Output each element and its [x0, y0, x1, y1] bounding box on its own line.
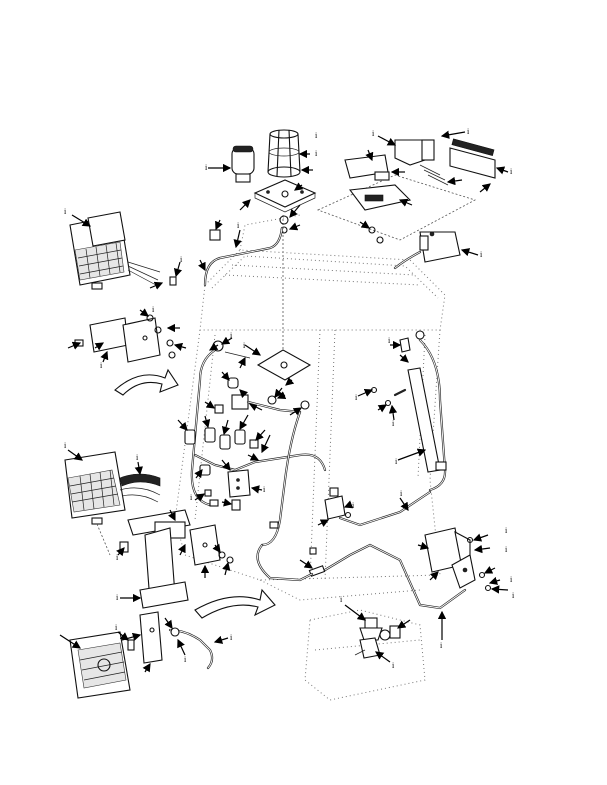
callout-mark: i: [315, 149, 318, 158]
callout-mark: i: [392, 419, 395, 428]
callout-mark: i: [263, 485, 266, 494]
callout-mark: i: [440, 641, 443, 650]
callout-mark: i: [510, 167, 513, 176]
callout-mark: i: [100, 361, 103, 370]
callout-marks: i i i i i i i i i i i i i i i i i i i i …: [64, 127, 515, 670]
rear-flood-light-bottom: [59, 617, 229, 699]
rear-work-light-assembly: [316, 130, 509, 270]
callout-mark: i: [190, 493, 193, 502]
callout-mark: i: [467, 127, 470, 136]
left-lower-bracket: [116, 509, 276, 664]
callout-mark: i: [136, 453, 139, 462]
callout-mark: i: [400, 489, 403, 498]
callout-mark: i: [205, 163, 208, 172]
callout-mark: i: [315, 131, 318, 140]
callout-mark: i: [392, 661, 395, 670]
callout-mark: i: [116, 553, 119, 562]
misc-callout-arrows: [208, 342, 295, 400]
callout-mark: i: [243, 341, 246, 350]
callout-mark: i: [510, 575, 513, 584]
callout-mark: i: [115, 623, 118, 632]
callout-mark: i: [480, 250, 483, 259]
callout-mark: i: [230, 331, 233, 340]
roof-harness: [198, 219, 284, 287]
callout-mark: i: [184, 655, 187, 664]
pressure-switches: [344, 604, 411, 663]
callout-mark: i: [388, 336, 391, 345]
right-pillar-harness: [357, 330, 447, 492]
callout-mark: i: [230, 633, 233, 642]
beacon-assembly: [208, 129, 317, 234]
callout-mark: i: [64, 441, 67, 450]
callout-mark: i: [352, 501, 355, 510]
callout-mark: i: [505, 526, 508, 535]
callout-mark: i: [152, 305, 155, 314]
callout-mark: i: [116, 593, 119, 602]
lower-harness: [256, 487, 467, 640]
callout-mark: i: [237, 221, 240, 230]
callout-mark: i: [372, 129, 375, 138]
front-flood-light-left: [69, 211, 183, 290]
callout-mark: i: [512, 591, 515, 600]
front-flood-light-middle: [64, 449, 161, 556]
callout-mark: i: [340, 595, 343, 604]
left-upper-bracket: [67, 308, 187, 396]
callout-mark: i: [180, 255, 183, 264]
switch-panel-cluster: [177, 336, 327, 547]
roof-mount-plate: [244, 344, 312, 381]
callout-mark: i: [505, 545, 508, 554]
rear-light-right: [417, 527, 509, 594]
callout-mark: i: [355, 393, 358, 402]
callout-mark: i: [64, 207, 67, 216]
callout-mark: i: [395, 457, 398, 466]
